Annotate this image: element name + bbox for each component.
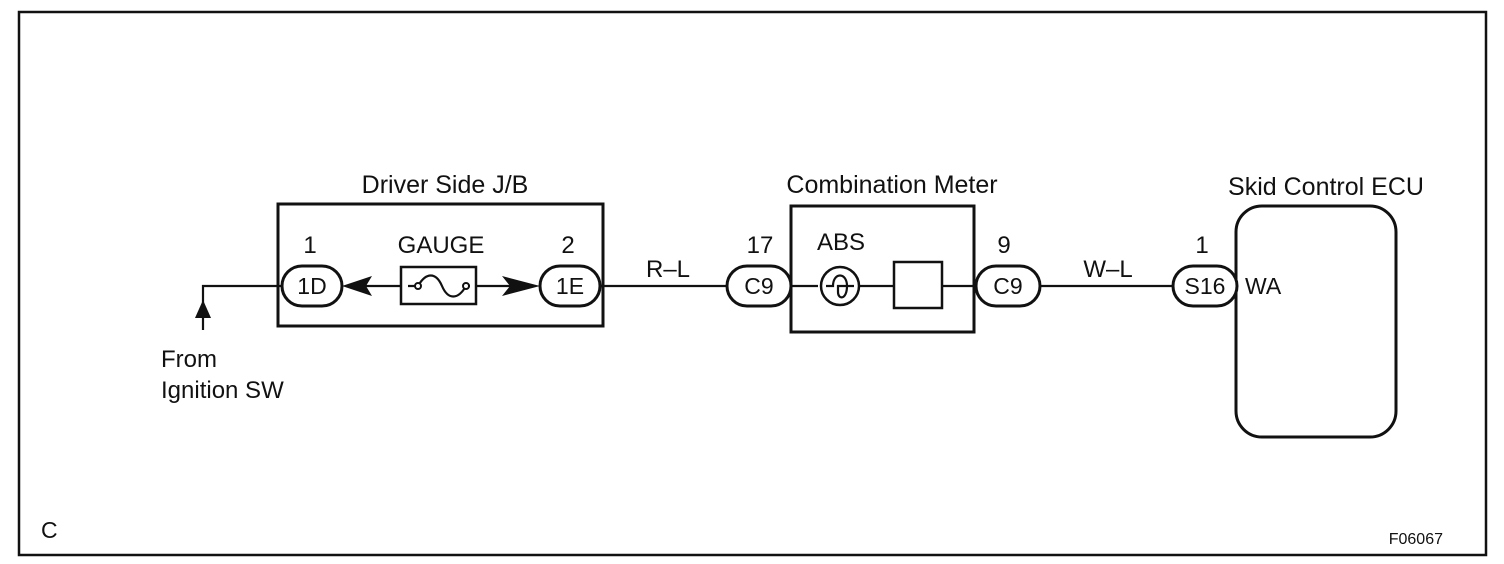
source-line1: From: [161, 346, 217, 373]
ecu-box: [1234, 204, 1398, 439]
meter-title: Combination Meter: [786, 171, 997, 199]
c9-out-pin: 9: [997, 232, 1010, 259]
abs-lamp-filament-icon: [826, 274, 854, 299]
c1e-pin: 2: [561, 232, 574, 259]
c9-in-code: C9: [744, 273, 773, 299]
c9-in-pin: 17: [747, 232, 774, 259]
c1d-pin: 1: [303, 232, 316, 259]
fuse-symbol-icon: [408, 274, 470, 298]
c1d-code: 1D: [297, 273, 326, 299]
fuse-label: GAUGE: [398, 232, 485, 259]
wire-w-l-label: W–L: [1083, 256, 1132, 283]
meter-box: [789, 204, 976, 334]
wire-r-l-label: R–L: [646, 256, 690, 283]
diagram-frame: [17, 10, 1488, 557]
s16-pin: 1: [1195, 232, 1208, 259]
c1e-code: 1E: [556, 273, 584, 299]
wire-ignition-feed: [201, 284, 282, 330]
c9-out-code: C9: [993, 273, 1022, 299]
s16-connector: [1171, 264, 1239, 308]
source-line2: Ignition SW: [161, 377, 284, 404]
corner-letter: C: [41, 517, 58, 543]
figure-code: F06067: [1389, 531, 1443, 548]
s16-code: S16: [1185, 273, 1226, 299]
lamp-label: ABS: [817, 229, 865, 256]
meter-internal-block: [892, 260, 944, 310]
jb-title: Driver Side J/B: [362, 171, 529, 199]
ignition-arrow-icon: [195, 300, 211, 318]
ecu-terminal-label: WA: [1245, 273, 1282, 299]
jb-box: [276, 202, 605, 328]
jb-junction-left-icon: [342, 276, 372, 296]
jb-junction-right-icon: [502, 276, 540, 296]
ecu-title: Skid Control ECU: [1228, 173, 1424, 201]
